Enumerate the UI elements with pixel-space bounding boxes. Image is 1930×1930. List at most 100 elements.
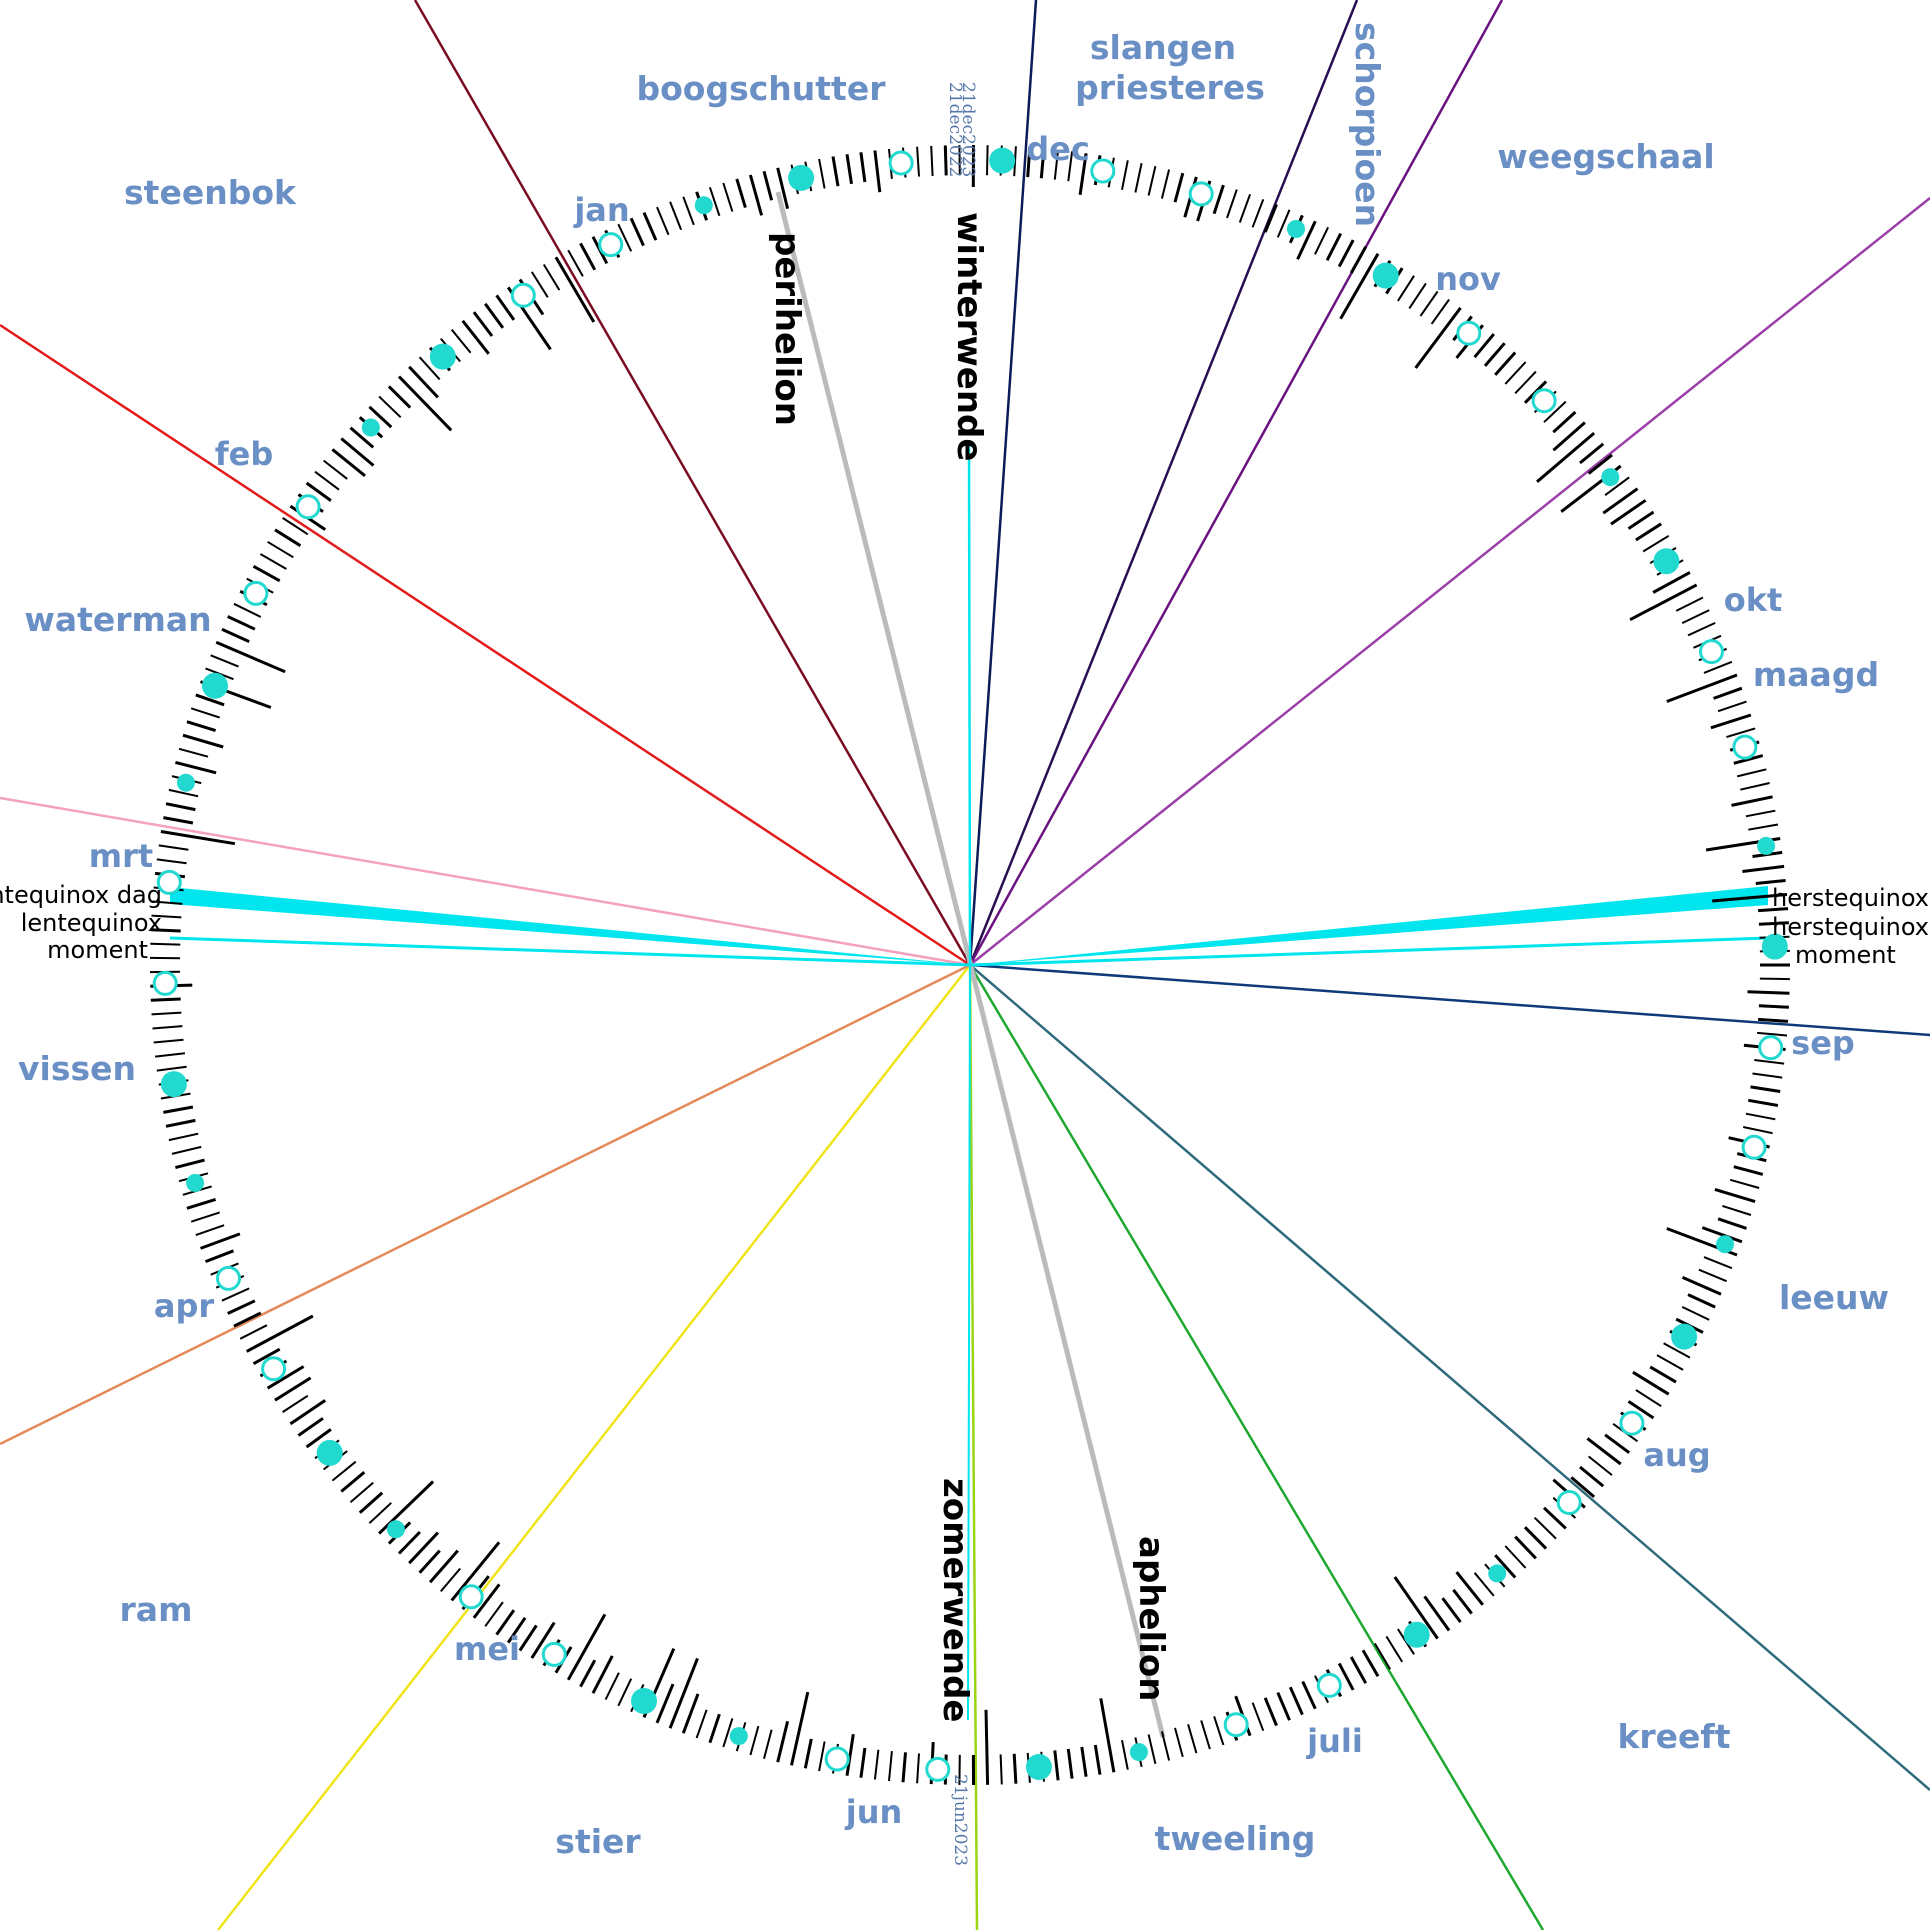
moon-phase-markers bbox=[152, 147, 1788, 1782]
day-tick bbox=[1349, 1656, 1368, 1684]
day-tick bbox=[1663, 1342, 1691, 1359]
day-tick bbox=[1710, 713, 1752, 730]
day-tick bbox=[888, 1751, 893, 1782]
day-tick bbox=[322, 459, 348, 480]
ray-tweeling-stier bbox=[968, 964, 979, 1930]
month-label-sep: sep bbox=[1791, 1024, 1855, 1062]
day-tick bbox=[297, 1417, 324, 1437]
day-tick bbox=[818, 1741, 826, 1772]
new-moon-marker bbox=[1699, 639, 1724, 665]
day-tick bbox=[681, 1693, 700, 1734]
day-tick bbox=[1675, 596, 1704, 612]
day-tick bbox=[916, 146, 920, 177]
day-tick-ring bbox=[149, 144, 1790, 1786]
day-tick bbox=[154, 1052, 186, 1058]
day-tick bbox=[1533, 1516, 1557, 1540]
new-moon-marker bbox=[1758, 1035, 1784, 1061]
day-tick bbox=[668, 1657, 699, 1729]
day-tick bbox=[722, 1718, 734, 1748]
day-tick bbox=[1604, 1433, 1631, 1454]
quarter-moon-marker bbox=[694, 196, 713, 215]
day-tick bbox=[1745, 809, 1776, 818]
day-tick bbox=[1542, 1506, 1567, 1530]
day-tick bbox=[695, 1709, 708, 1739]
date-label-dec-b: 21dec2022 bbox=[945, 82, 965, 177]
day-tick bbox=[749, 1725, 760, 1756]
day-tick bbox=[916, 1753, 920, 1784]
spring-equinox-moment-label-1: lentequinox bbox=[21, 909, 162, 937]
ray-boogschutter-slangen bbox=[968, 0, 1038, 966]
day-tick bbox=[305, 481, 332, 502]
full-moon-marker bbox=[160, 1071, 187, 1098]
day-tick bbox=[1441, 1597, 1462, 1623]
day-tick bbox=[1745, 1112, 1776, 1121]
day-tick bbox=[1325, 232, 1343, 261]
full-moon-marker bbox=[1372, 262, 1399, 289]
day-tick bbox=[566, 1613, 607, 1681]
day-tick bbox=[274, 528, 302, 547]
day-tick bbox=[1423, 1595, 1451, 1632]
full-moon-marker bbox=[989, 147, 1016, 174]
day-tick bbox=[168, 788, 199, 798]
spring-equinox-moment-label-2: moment bbox=[47, 936, 148, 964]
day-tick bbox=[233, 1311, 262, 1328]
day-tick bbox=[1656, 1354, 1684, 1371]
day-tick bbox=[150, 942, 181, 946]
day-tick bbox=[1494, 351, 1517, 376]
day-tick bbox=[1212, 184, 1225, 215]
day-tick bbox=[195, 693, 225, 707]
full-moon-marker bbox=[1025, 1754, 1052, 1780]
day-tick bbox=[845, 1733, 855, 1776]
day-tick bbox=[873, 1749, 880, 1780]
day-tick bbox=[1635, 1389, 1662, 1408]
day-tick bbox=[186, 720, 217, 733]
day-tick bbox=[1635, 522, 1663, 542]
day-tick bbox=[1570, 1476, 1596, 1499]
day-tick bbox=[227, 1299, 256, 1315]
summer-solstice-line bbox=[967, 964, 971, 1721]
day-tick bbox=[682, 196, 695, 226]
ray-ram-vissen bbox=[0, 963, 971, 1446]
zodiac-label-leeuw: leeuw bbox=[1779, 1278, 1889, 1317]
day-tick bbox=[274, 1376, 312, 1402]
spring-equinox-day-wedge bbox=[170, 887, 970, 965]
ray-leeuw-kreeft bbox=[969, 964, 1930, 1791]
day-tick bbox=[1649, 1365, 1677, 1384]
day-tick bbox=[495, 294, 516, 321]
day-tick bbox=[1337, 1662, 1355, 1691]
day-tick bbox=[289, 1399, 327, 1426]
ray-slangen-schorpioen bbox=[968, 0, 1359, 966]
day-tick bbox=[1296, 220, 1317, 260]
day-tick bbox=[1681, 609, 1710, 625]
day-tick bbox=[1742, 1126, 1773, 1135]
ray-steenbok-boogschutter bbox=[413, 0, 972, 966]
zodiac-labels: boogschutter slangen priesteres schorpio… bbox=[18, 22, 1889, 1861]
day-tick bbox=[245, 1314, 314, 1353]
full-moon-marker bbox=[1671, 1323, 1698, 1350]
day-tick bbox=[1504, 361, 1527, 385]
autumn-equinox-day-wedge bbox=[970, 886, 1768, 965]
quarter-moon-marker bbox=[186, 1173, 205, 1192]
day-tick bbox=[1173, 172, 1185, 203]
new-moon-marker bbox=[1732, 734, 1758, 760]
day-tick bbox=[1093, 1744, 1102, 1775]
day-tick bbox=[163, 816, 194, 825]
day-tick bbox=[156, 1065, 187, 1072]
zodiac-label-priesteres: priesteres bbox=[1075, 68, 1265, 107]
ray-vissen-waterman bbox=[0, 796, 971, 967]
full-moon-marker bbox=[1653, 548, 1680, 575]
day-tick bbox=[160, 830, 236, 846]
day-tick bbox=[1408, 282, 1427, 309]
day-tick bbox=[1134, 162, 1143, 193]
day-tick bbox=[1602, 487, 1639, 515]
day-tick bbox=[1717, 1217, 1747, 1230]
day-tick bbox=[305, 1428, 332, 1449]
day-tick bbox=[1339, 252, 1380, 320]
day-tick bbox=[378, 395, 402, 419]
day-tick bbox=[175, 760, 217, 775]
autumn-equinox-moment-label-2: moment bbox=[1795, 941, 1896, 969]
day-tick bbox=[1627, 1400, 1655, 1420]
day-tick bbox=[542, 263, 561, 291]
day-tick bbox=[450, 328, 472, 354]
